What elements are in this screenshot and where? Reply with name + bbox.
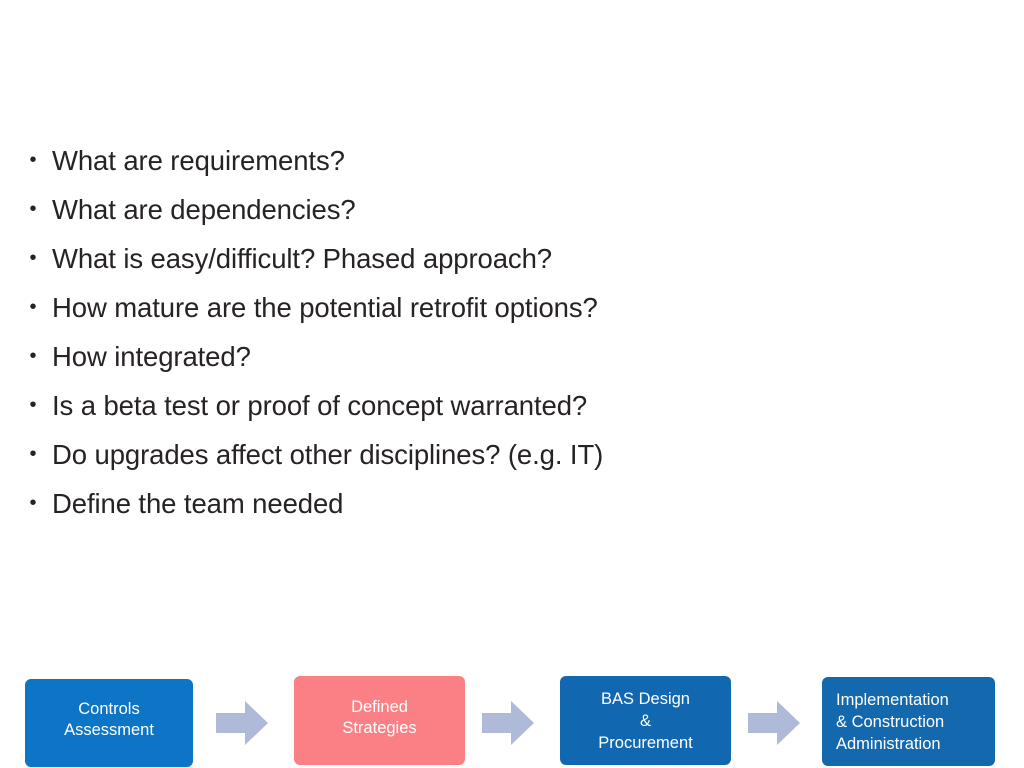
bullet-marker-icon: • [29, 247, 37, 269]
bullet-marker-icon: • [29, 394, 37, 416]
bullet-marker-icon: • [29, 149, 37, 171]
flow-step-2-line-2: Strategies [342, 718, 417, 737]
flow-step-2-line-1: Defined [351, 697, 408, 716]
bullet-marker-icon: • [29, 345, 37, 367]
bullet-marker-icon: • [29, 198, 37, 220]
bullet-item-7: • Do upgrades affect other disciplines? … [24, 430, 964, 479]
flow-arrow-right-icon [216, 700, 268, 746]
flow-arrow-right-icon [748, 700, 800, 746]
flow-step-controls-assessment: Controls Assessment [25, 679, 193, 767]
bullet-marker-icon: • [29, 492, 37, 514]
flow-step-bas-design-and-procurement: BAS Design & Procurement [560, 676, 731, 765]
bullet-text-4: How mature are the potential retrofit op… [52, 292, 598, 323]
flow-step-1-line-2: Assessment [64, 721, 154, 739]
bullet-item-5: • How integrated? [24, 332, 964, 381]
process-flow-diagram: Controls Assessment Defined Strategies B… [0, 660, 1024, 768]
bullet-item-1: • What are requirements? [24, 136, 964, 185]
bullet-list: • What are requirements? • What are depe… [24, 136, 964, 528]
flow-arrow-right-icon [482, 700, 534, 746]
flow-step-3-line-3: Procurement [598, 733, 693, 752]
bullet-item-3: • What is easy/difficult? Phased approac… [24, 234, 964, 283]
bullet-text-1: What are requirements? [52, 145, 345, 176]
bullet-text-2: What are dependencies? [52, 194, 356, 225]
bullet-text-6: Is a beta test or proof of concept warra… [52, 390, 588, 421]
flow-step-4-line-3: Administration [836, 734, 941, 753]
flow-step-defined-strategies: Defined Strategies [294, 676, 465, 765]
flow-step-3-line-1: BAS Design [601, 689, 690, 708]
bullet-text-3: What is easy/difficult? Phased approach? [52, 243, 552, 274]
bullet-text-7: Do upgrades affect other disciplines? (e… [52, 439, 604, 470]
bullet-text-5: How integrated? [52, 341, 251, 372]
flow-step-3-line-2: & [639, 711, 651, 730]
bullet-item-8: • Define the team needed [24, 479, 964, 528]
bullet-item-6: • Is a beta test or proof of concept war… [24, 381, 964, 430]
flow-step-4-line-2: & Construction [836, 712, 945, 731]
bullet-item-4: • How mature are the potential retrofit … [24, 283, 964, 332]
flow-step-4-line-1: Implementation [836, 690, 949, 709]
flow-step-implementation-and-construction-administration: Implementation & Construction Administra… [822, 677, 995, 766]
bullet-marker-icon: • [29, 443, 37, 465]
bullet-marker-icon: • [29, 296, 37, 318]
bullet-item-2: • What are dependencies? [24, 185, 964, 234]
bullet-text-8: Define the team needed [52, 488, 344, 519]
flow-step-1-line-1: Controls [78, 700, 140, 718]
